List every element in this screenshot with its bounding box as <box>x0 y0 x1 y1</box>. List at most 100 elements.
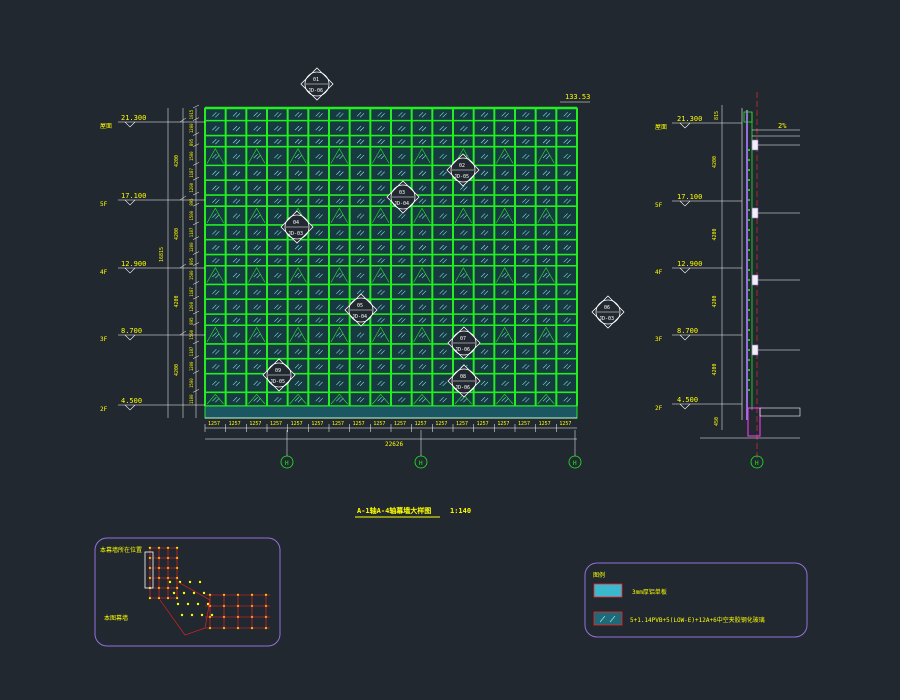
glass-hatch <box>483 245 489 251</box>
glass-hatch <box>377 332 382 337</box>
glass-hatch <box>356 125 362 131</box>
glass-hatch <box>256 214 261 219</box>
glass-hatch <box>274 304 279 309</box>
glass-hatch <box>235 186 241 191</box>
key-plan-label-top: 本幕墙所在位置 <box>100 546 142 554</box>
glass-hatch <box>398 112 403 117</box>
glass-hatch <box>232 138 238 144</box>
glass-hatch <box>232 185 238 190</box>
glass-hatch <box>232 363 238 369</box>
glass-hatch <box>421 154 427 160</box>
dim-tick <box>192 143 200 147</box>
glass-hatch <box>501 396 506 402</box>
glass-hatch <box>439 230 444 235</box>
glass-hatch <box>563 396 568 402</box>
section-anchor-bracket <box>751 207 759 219</box>
glass-hatch <box>235 305 241 310</box>
opening-vent-triangle <box>413 267 431 283</box>
glass-hatch <box>460 125 465 131</box>
glass-hatch <box>235 245 241 251</box>
glass-hatch <box>563 230 568 235</box>
glass-hatch <box>339 364 344 370</box>
dim-tick <box>192 104 200 109</box>
glass-hatch <box>501 153 506 159</box>
top-ref-value: 133.53 <box>565 93 590 101</box>
glass-hatch <box>504 318 509 323</box>
glass-hatch <box>315 349 320 354</box>
glass-hatch <box>232 304 238 309</box>
glass-hatch <box>442 350 447 355</box>
level-name: 4F <box>655 269 663 276</box>
glass-hatch <box>542 185 548 190</box>
glass-hatch <box>315 272 320 278</box>
glass-hatch <box>401 171 406 176</box>
glass-hatch <box>253 349 258 354</box>
glass-hatch <box>504 305 509 310</box>
glass-hatch <box>294 363 300 369</box>
callout-sheet: JD-05 <box>270 379 285 385</box>
glass-hatch <box>522 170 527 175</box>
glass-hatch <box>215 214 220 219</box>
glass-hatch <box>504 139 509 145</box>
glass-hatch <box>421 126 427 132</box>
glass-hatch <box>563 363 568 369</box>
glass-hatch <box>421 333 427 338</box>
glass-hatch <box>483 364 489 370</box>
glass-hatch <box>460 198 465 203</box>
level-value: 8.700 <box>677 327 698 335</box>
glass-hatch <box>277 186 282 191</box>
glass-hatch <box>336 304 341 309</box>
column-width-label: 1257 <box>208 421 220 427</box>
glass-hatch <box>315 138 320 144</box>
key-plan-node <box>192 591 196 595</box>
glass-hatch <box>522 257 527 263</box>
glass-hatch <box>336 317 341 322</box>
glass-hatch <box>545 290 551 296</box>
glass-hatch <box>525 273 530 279</box>
column-width-label: 1257 <box>291 421 303 427</box>
glass-hatch <box>504 126 509 132</box>
glass-hatch <box>297 273 303 279</box>
glass-hatch <box>480 198 486 203</box>
row-dimension-label: 1200 <box>189 182 194 192</box>
glass-hatch <box>235 113 241 118</box>
column-width-label: 1257 <box>497 421 509 427</box>
level-name: 3F <box>100 336 108 343</box>
glass-hatch <box>359 397 365 403</box>
glass-hatch <box>398 317 403 322</box>
glass-hatch <box>215 273 220 279</box>
key-plan-node <box>198 580 202 584</box>
glass-hatch <box>442 154 447 160</box>
glass-hatch <box>501 138 506 144</box>
glass-hatch <box>545 113 551 118</box>
key-plan-node <box>190 613 194 617</box>
glass-hatch <box>318 350 323 355</box>
glass-hatch <box>566 113 571 118</box>
glass-hatch <box>439 349 444 354</box>
glass-hatch <box>274 244 279 250</box>
column-width-label: 1257 <box>435 421 447 427</box>
glass-hatch <box>398 289 403 295</box>
glass-hatch <box>418 170 424 175</box>
glass-hatch <box>380 139 385 145</box>
section-glass-dot <box>748 329 750 331</box>
glass-hatch <box>339 126 344 132</box>
key-plan-label-bottom: 本图幕墙 <box>104 614 128 622</box>
glass-hatch <box>359 350 365 355</box>
glass-hatch <box>359 154 365 160</box>
glass-hatch <box>294 198 300 203</box>
grid-axis-bubble <box>280 455 294 469</box>
key-plan-node <box>210 613 214 617</box>
dim-tick <box>192 176 200 181</box>
glass-hatch <box>315 380 320 386</box>
glass-hatch <box>315 363 320 369</box>
glass-hatch <box>294 185 300 190</box>
glass-hatch <box>522 289 527 295</box>
glass-hatch <box>483 154 489 160</box>
glass-hatch <box>377 170 382 175</box>
glass-hatch <box>318 171 323 176</box>
glass-hatch <box>566 305 571 310</box>
glass-hatch <box>315 304 320 309</box>
glass-hatch <box>504 214 509 219</box>
